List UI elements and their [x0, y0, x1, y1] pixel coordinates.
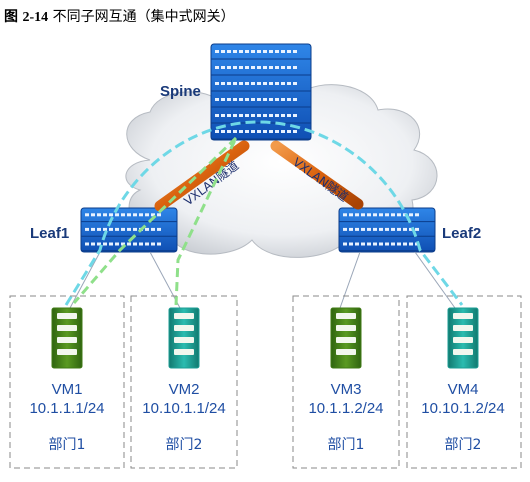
vm2-dept: 部门2 — [166, 437, 203, 453]
figure-caption: 不同子网互通（集中式网关） — [52, 9, 235, 25]
spine-label: Spine — [160, 83, 201, 100]
leaf2-switch-icon — [338, 207, 436, 253]
leaf2-label: Leaf2 — [442, 225, 481, 242]
leaf1-switch-icon — [80, 207, 178, 253]
vm4-name: VM4 — [448, 381, 479, 398]
vm4-ip: 10.10.1.2/24 — [421, 400, 504, 417]
vm1-dept: 部门1 — [49, 437, 86, 453]
figure-prefix: 图 — [4, 9, 18, 25]
traffic-path-cyan — [64, 120, 464, 306]
vm2-server-icon — [168, 307, 200, 369]
vm4-server-icon — [447, 307, 479, 369]
figure-number: 2-14 — [22, 10, 49, 25]
spine-switch-icon — [210, 43, 312, 141]
vm1-ip: 10.1.1.1/24 — [29, 400, 104, 417]
vm4-dept: 部门2 — [445, 437, 482, 453]
vm3-name: VM3 — [331, 381, 362, 398]
vm1-name: VM1 — [52, 381, 83, 398]
vm1-server-icon — [51, 307, 83, 369]
traffic-path-green — [72, 136, 238, 306]
vm2-name: VM2 — [169, 381, 200, 398]
access-links — [69, 251, 456, 309]
department-boxes — [9, 295, 522, 469]
vm3-server-icon — [330, 307, 362, 369]
vm3-dept: 部门1 — [328, 437, 365, 453]
vm3-ip: 10.1.1.2/24 — [308, 400, 383, 417]
figure-title: 图 2-14 不同子网互通（集中式网关） — [4, 6, 235, 26]
leaf1-label: Leaf1 — [30, 225, 69, 242]
vm2-ip: 10.10.1.1/24 — [142, 400, 225, 417]
